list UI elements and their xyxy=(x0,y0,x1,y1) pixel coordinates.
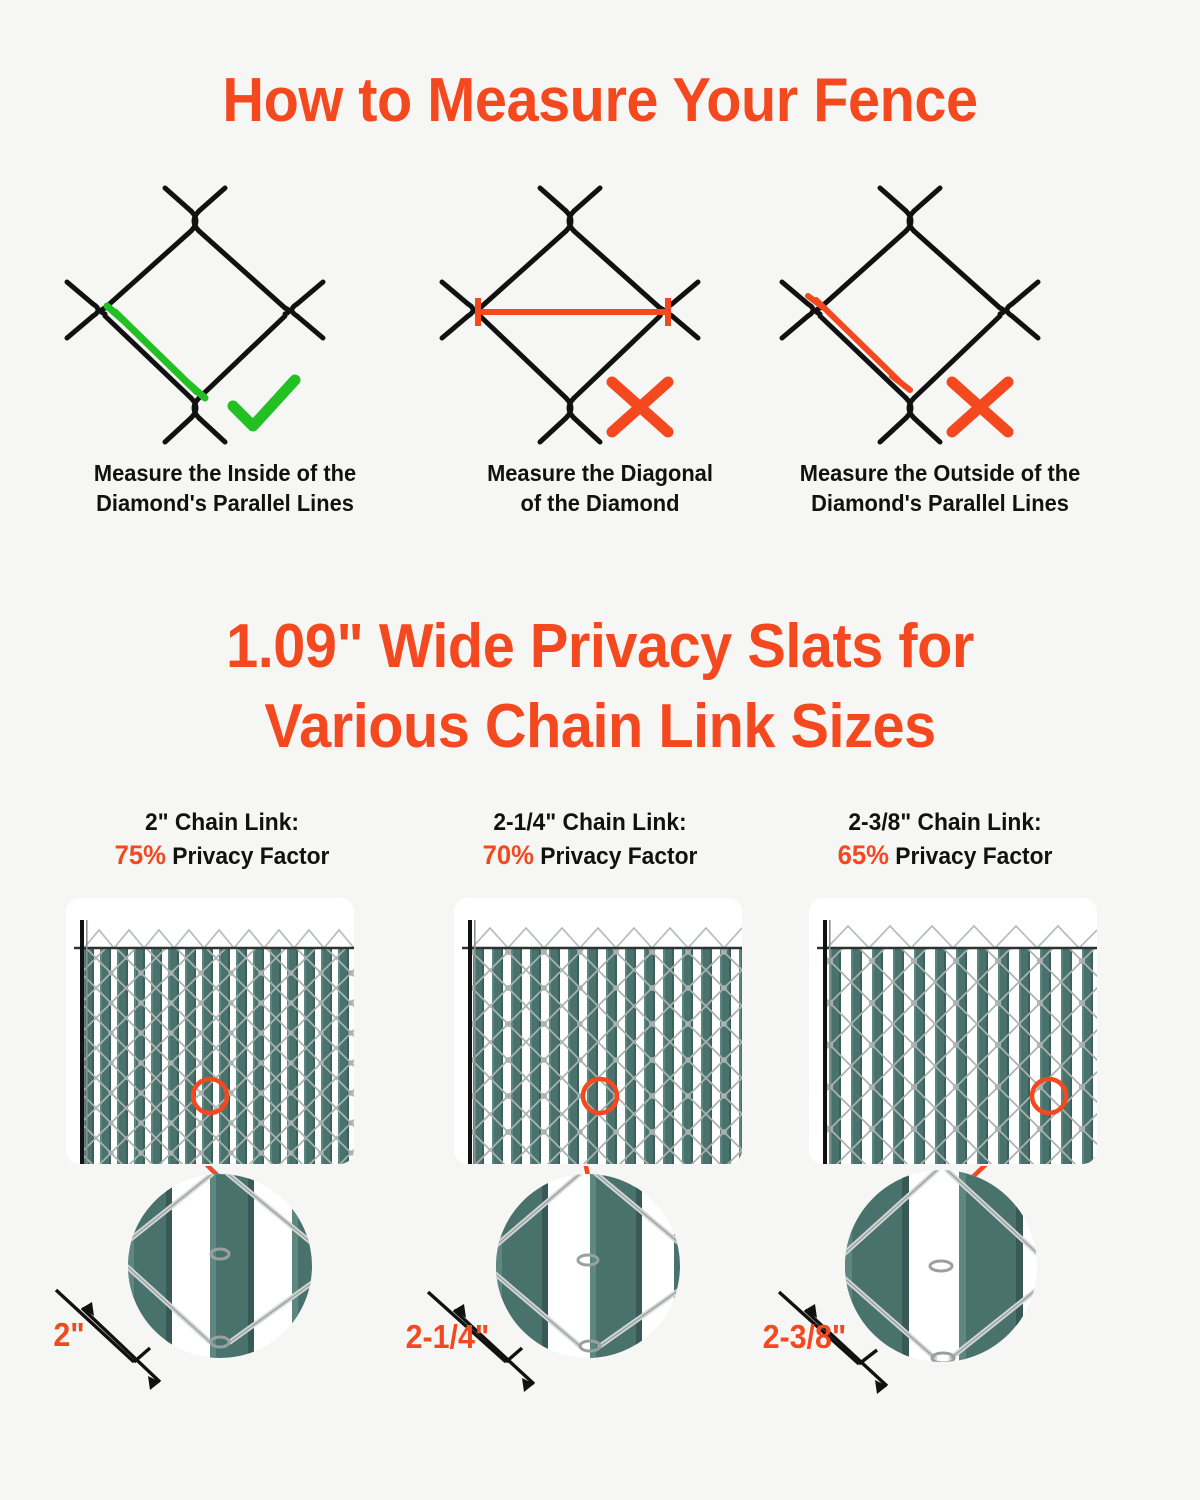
privacy-suffix: Privacy Factor xyxy=(165,843,330,870)
detail-callout-2-3-8in: 2-3/8" xyxy=(762,1166,1125,1426)
slat-label-2-3-8in: 2-3/8" Chain Link: 65% Privacy Factor xyxy=(774,806,1116,873)
slats-section: 2" Chain Link: 75% Privacy Factor xyxy=(0,806,1200,1446)
detail-zoom-2in xyxy=(54,1166,312,1390)
slat-size-label: 2-1/4" Chain Link: xyxy=(493,809,687,836)
slats-title-line-2: Various Chain Link Sizes xyxy=(264,692,936,761)
callout-leader-line xyxy=(204,1166,223,1181)
measure-item-outside: Measure the Outside of the Diamond's Par… xyxy=(760,170,1120,520)
callout-circle xyxy=(580,1076,620,1116)
mesh-top-zigzag xyxy=(826,924,1097,950)
caption-line-1: Measure the Outside of the xyxy=(799,460,1081,486)
privacy-percent: 65% xyxy=(837,840,889,870)
callout-circle xyxy=(190,1076,230,1116)
dimension-label-2-3-8in: 2-3/8" xyxy=(762,1318,847,1355)
dimension-arrow xyxy=(426,1290,536,1392)
orange-x-icon xyxy=(606,376,674,438)
green-check-icon xyxy=(227,374,301,432)
slats-title-line-1: 1.09" Wide Privacy Slats for xyxy=(226,612,974,681)
slats-section-title: 1.09" Wide Privacy Slats for Various Cha… xyxy=(42,607,1158,767)
detail-callout-2-1-4in: 2-1/4" xyxy=(406,1166,770,1426)
diamond-diagram-inside xyxy=(64,185,326,445)
fence-panel-card-2-1-4in xyxy=(454,898,742,1164)
privacy-percent: 70% xyxy=(482,840,534,870)
caption-line-1: Measure the Diagonal xyxy=(487,460,713,486)
measure-item-diagonal: Measure the Diagonal of the Diamond xyxy=(420,170,780,520)
slat-size-label: 2" Chain Link: xyxy=(145,809,299,836)
fence-post xyxy=(823,920,827,1164)
slat-label-2-1-4in: 2-1/4" Chain Link: 70% Privacy Factor xyxy=(419,806,761,873)
page-title: How to Measure Your Fence xyxy=(222,66,978,135)
dimension-arrow xyxy=(54,1288,162,1390)
caption-outside: Measure the Outside of the Diamond's Par… xyxy=(769,458,1111,518)
caption-line-2: of the Diamond xyxy=(520,490,680,516)
privacy-suffix: Privacy Factor xyxy=(888,843,1053,870)
fence-panel-card-2-3-8in xyxy=(809,898,1097,1164)
caption-line-1: Measure the Inside of the xyxy=(93,460,357,486)
measure-item-inside: Measure the Inside of the Diamond's Para… xyxy=(45,170,405,520)
slat-size-label: 2-3/8" Chain Link: xyxy=(848,809,1042,836)
caption-diagonal: Measure the Diagonal of the Diamond xyxy=(429,458,771,518)
detail-callout-2in: 2" xyxy=(42,1166,402,1426)
measure-line-outside xyxy=(805,293,913,393)
mesh-top-zigzag xyxy=(83,928,354,950)
orange-x-icon xyxy=(946,376,1014,438)
slat-label-2in: 2" Chain Link: 75% Privacy Factor xyxy=(51,806,393,873)
fence-panel-image-2-3-8in xyxy=(809,898,1097,1164)
callout-circle xyxy=(1029,1076,1069,1116)
callout-leader-line xyxy=(583,1166,591,1179)
dimension-arrow xyxy=(777,1290,889,1394)
fence-post xyxy=(468,920,472,1164)
privacy-suffix: Privacy Factor xyxy=(533,843,698,870)
slat-item-2in: 2" Chain Link: 75% Privacy Factor xyxy=(42,806,402,1390)
measure-line-diagonal xyxy=(475,298,671,326)
fence-panel-image-2in xyxy=(66,898,354,1164)
diamond-diagram-outside xyxy=(779,185,1041,445)
caption-inside: Measure the Inside of the Diamond's Para… xyxy=(54,458,396,518)
diamond-diagram-diagonal xyxy=(439,185,701,445)
detail-zoom-2-3-8in xyxy=(777,1166,1037,1394)
mesh-top-zigzag xyxy=(471,926,742,950)
fence-panel-card-2in xyxy=(66,898,354,1164)
measure-section: Measure the Inside of the Diamond's Para… xyxy=(0,170,1200,520)
fence-post xyxy=(80,920,84,1164)
slat-item-2-1-4in: 2-1/4" Chain Link: 70% Privacy Factor xyxy=(406,806,770,1392)
privacy-percent: 75% xyxy=(114,840,166,870)
dimension-label-2-1-4in: 2-1/4" xyxy=(405,1318,490,1355)
fence-panel-image-2-1-4in xyxy=(454,898,742,1164)
caption-line-2: Diamond's Parallel Lines xyxy=(811,490,1069,516)
slat-item-2-3-8in: 2-3/8" Chain Link: 65% Privacy Factor xyxy=(763,806,1125,1394)
measure-line-inside xyxy=(103,302,209,402)
dimension-label-2in: 2" xyxy=(53,1316,85,1353)
caption-line-2: Diamond's Parallel Lines xyxy=(96,490,354,516)
detail-zoom-2-1-4in xyxy=(426,1166,680,1392)
